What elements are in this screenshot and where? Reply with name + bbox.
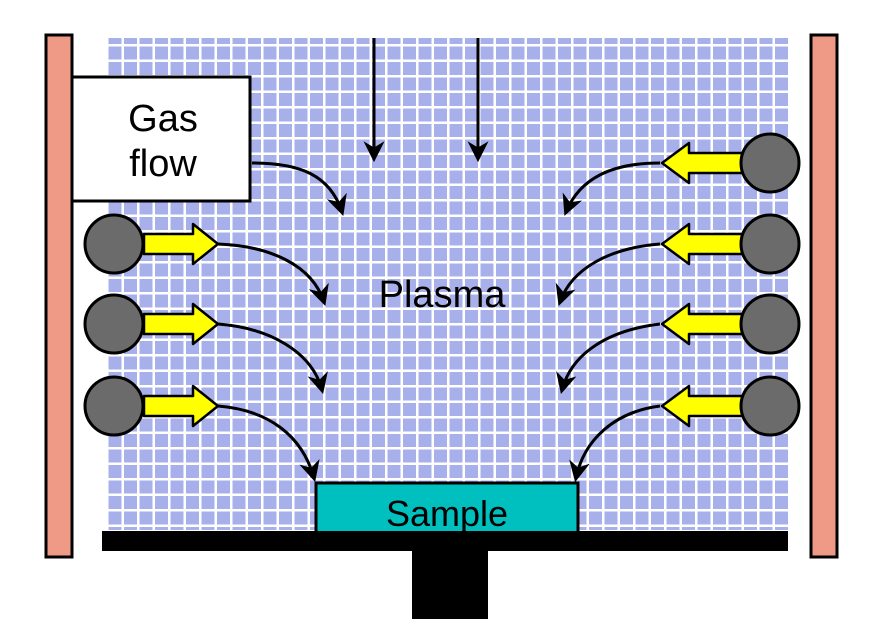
flow-arrow-left-3 bbox=[217, 404, 320, 483]
flow-arrows bbox=[217, 161, 661, 483]
right-wall bbox=[809, 33, 839, 559]
flow-arrow-right-3 bbox=[569, 404, 661, 483]
ion-particle bbox=[739, 213, 801, 275]
left-ion-sources bbox=[83, 213, 220, 437]
ion-source-right-0 bbox=[660, 132, 801, 194]
flow-arrow-gas bbox=[251, 161, 347, 216]
ion-source-right-1 bbox=[660, 213, 801, 275]
sample-label: Sample bbox=[386, 493, 508, 534]
flow-arrow-right-1 bbox=[555, 242, 661, 306]
yellow-arrow-left-icon bbox=[660, 222, 744, 266]
ion-particle bbox=[83, 213, 145, 275]
flow-arrow-left-2 bbox=[217, 322, 328, 395]
ion-source-right-2 bbox=[660, 293, 801, 355]
yellow-arrow-right-icon bbox=[142, 384, 220, 428]
sample: Sample bbox=[314, 481, 580, 535]
top-gas-arrows bbox=[363, 38, 489, 163]
flow-arrow-left-1 bbox=[217, 242, 329, 306]
gas-flow-box: Gas flow bbox=[70, 75, 252, 203]
ion-source-left-2 bbox=[83, 293, 220, 355]
left-wall bbox=[44, 33, 74, 559]
ion-source-left-1 bbox=[83, 213, 220, 275]
gas-flow-label-line2: flow bbox=[129, 143, 197, 185]
flow-arrow-right-2 bbox=[556, 322, 661, 395]
yellow-arrow-left-icon bbox=[660, 302, 744, 346]
stage-pedestal bbox=[412, 549, 488, 619]
yellow-arrow-right-icon bbox=[142, 302, 220, 346]
ion-particle bbox=[739, 375, 801, 437]
flow-arrow-right-0 bbox=[562, 161, 661, 216]
yellow-arrow-left-icon bbox=[660, 384, 744, 428]
ion-particle bbox=[739, 293, 801, 355]
plasma-label: Plasma bbox=[379, 274, 507, 316]
gas-flow-label-line1: Gas bbox=[128, 98, 198, 140]
ion-source-right-3 bbox=[660, 375, 801, 437]
ion-source-left-3 bbox=[83, 375, 220, 437]
ion-particle bbox=[83, 293, 145, 355]
yellow-arrow-left-icon bbox=[660, 141, 744, 185]
ion-particle bbox=[83, 375, 145, 437]
stage-platform bbox=[102, 531, 788, 551]
right-ion-sources bbox=[660, 132, 801, 437]
yellow-arrow-right-icon bbox=[142, 222, 220, 266]
ion-particle bbox=[739, 132, 801, 194]
